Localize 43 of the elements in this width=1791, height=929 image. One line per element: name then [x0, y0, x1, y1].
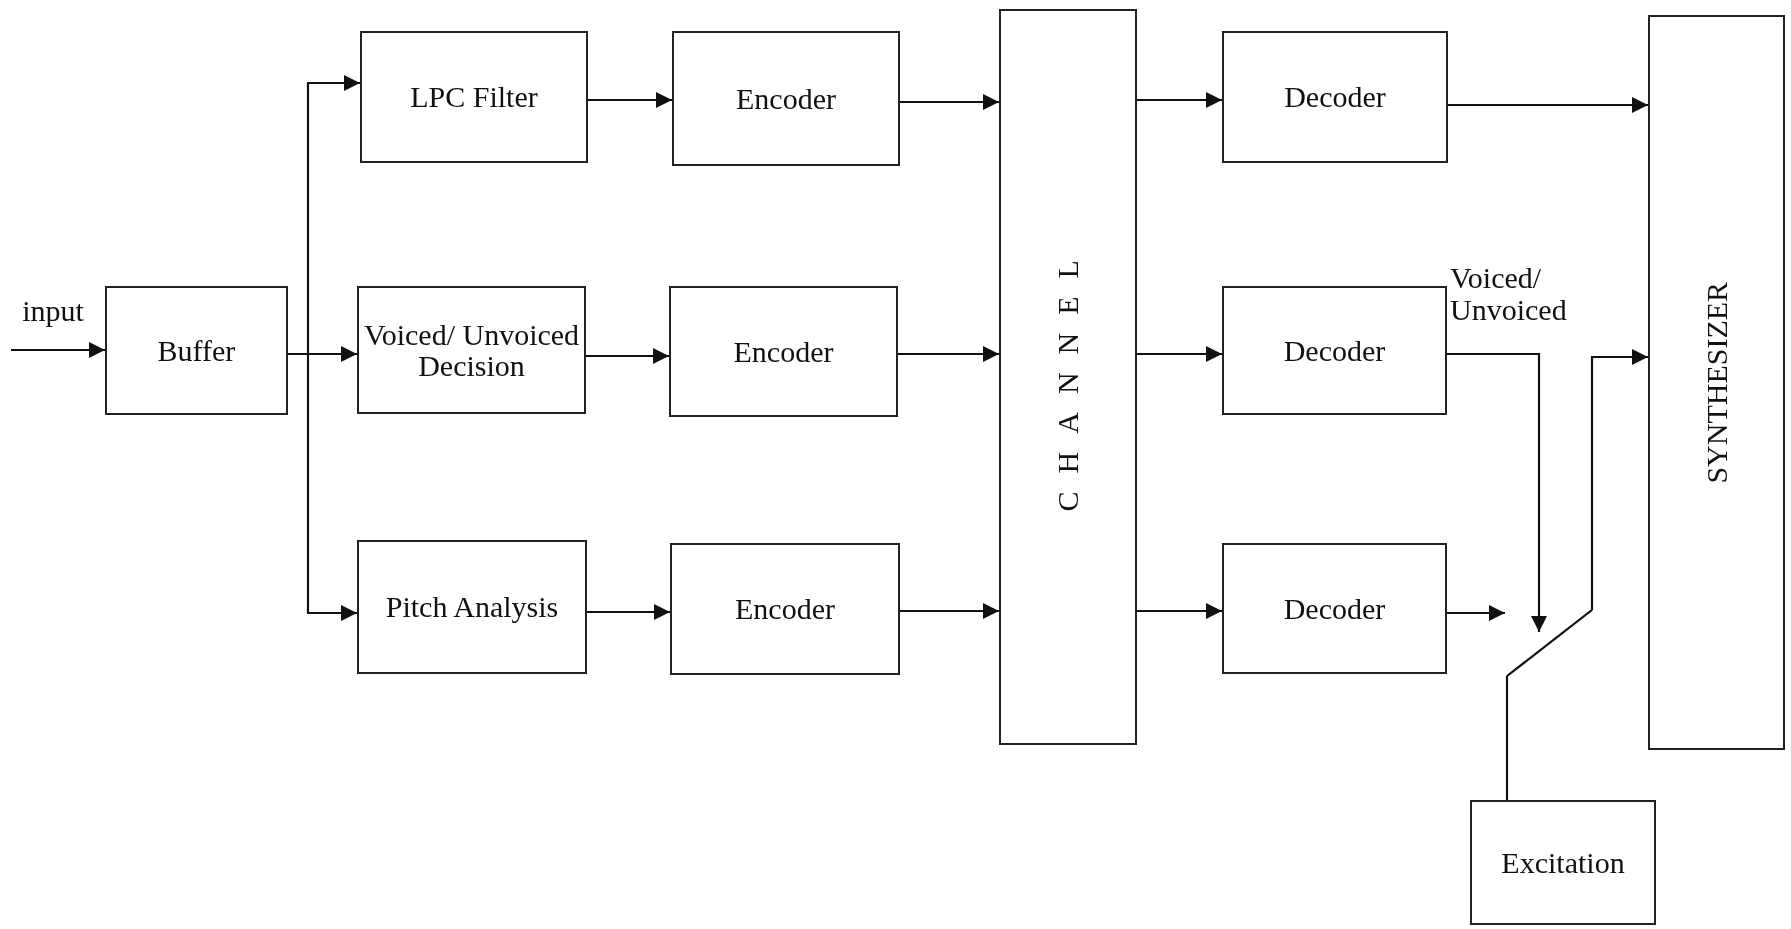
node-label: Excitation	[1501, 846, 1625, 879]
arrow	[11, 342, 105, 358]
process-box	[105, 286, 288, 415]
process-box	[670, 543, 900, 675]
connector-line	[1505, 676, 1509, 800]
node-label: Decoder	[1284, 81, 1386, 113]
node-label: Buffer	[157, 334, 236, 367]
process-box	[1222, 286, 1447, 415]
arrow	[587, 604, 670, 620]
node-label: CHANNEL	[1052, 242, 1084, 512]
arrow	[900, 603, 999, 619]
vertical-block	[1648, 15, 1785, 750]
process-box	[360, 31, 588, 163]
process-box	[669, 286, 898, 417]
node-label: Decoder	[1283, 334, 1386, 367]
vertical-block	[999, 9, 1137, 745]
process-box	[1222, 543, 1447, 674]
node-label: Encoder	[733, 335, 834, 368]
node-label: Pitch Analysis	[385, 591, 559, 623]
arrow	[1137, 603, 1222, 619]
arrow	[1447, 605, 1505, 621]
arrow	[1448, 97, 1648, 113]
arrow	[588, 92, 672, 108]
arrow	[1447, 352, 1547, 632]
node-label: SYNTHESIZER	[1700, 281, 1733, 484]
arrow	[1137, 346, 1222, 362]
process-box	[1222, 31, 1448, 163]
arrow	[900, 94, 999, 110]
node-label: Encoder	[736, 82, 836, 115]
arrow	[586, 348, 669, 364]
node-label: LPC Filter	[410, 81, 538, 113]
process-box	[1470, 800, 1656, 925]
node-label: input	[22, 295, 84, 327]
arrow	[1137, 92, 1222, 108]
arrow	[898, 346, 999, 362]
arrow	[1590, 349, 1648, 610]
node-label: Decoder	[1283, 592, 1386, 625]
process-box	[357, 286, 586, 414]
process-box	[672, 31, 900, 166]
arrow	[288, 352, 357, 621]
process-box	[357, 540, 587, 674]
node-label: Voiced/ Unvoiced Decision	[362, 318, 581, 382]
node-label: Encoder	[735, 593, 835, 625]
